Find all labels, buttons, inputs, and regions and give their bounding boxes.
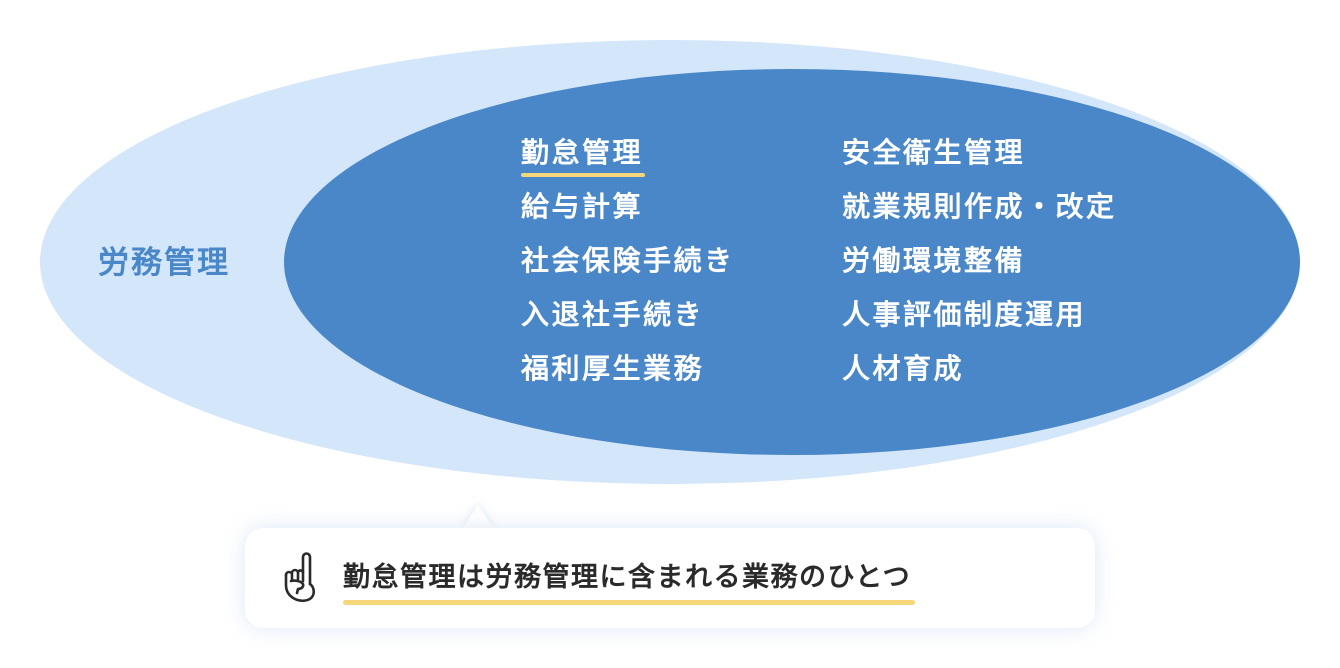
task-item-talent-development: 人材育成 [842, 352, 965, 385]
outer-label: 労務管理 [98, 245, 230, 281]
task-item-work-rules: 就業規則作成・改定 [842, 190, 1117, 223]
callout-box: 勤怠管理は労務管理に含まれる業務のひとつ [245, 528, 1095, 628]
task-item-attendance-management: 勤怠管理 [521, 133, 646, 187]
task-item-payroll: 給与計算 [521, 190, 644, 223]
task-list-right: 安全衛生管理 就業規則作成・改定 労働環境整備 人事評価制度運用 人材育成 [842, 133, 1117, 403]
task-item-social-insurance: 社会保険手続き [521, 244, 735, 277]
callout-text: 勤怠管理は労務管理に含まれる業務のひとつ [343, 558, 916, 605]
task-item-performance-evaluation: 人事評価制度運用 [842, 298, 1087, 331]
callout-tail [462, 505, 494, 529]
inner-ellipse-tasks [284, 69, 1300, 455]
task-list-left: 勤怠管理 給与計算 社会保険手続き 入退社手続き 福利厚生業務 [521, 133, 735, 403]
callout-content: 勤怠管理は労務管理に含まれる業務のひとつ [281, 528, 916, 628]
task-item-onboarding-offboarding: 入退社手続き [521, 298, 705, 331]
task-item-safety-health: 安全衛生管理 [842, 136, 1026, 169]
task-item-welfare: 福利厚生業務 [521, 352, 705, 385]
task-item-work-environment: 労働環境整備 [842, 244, 1026, 277]
pointing-finger-icon [284, 552, 316, 603]
